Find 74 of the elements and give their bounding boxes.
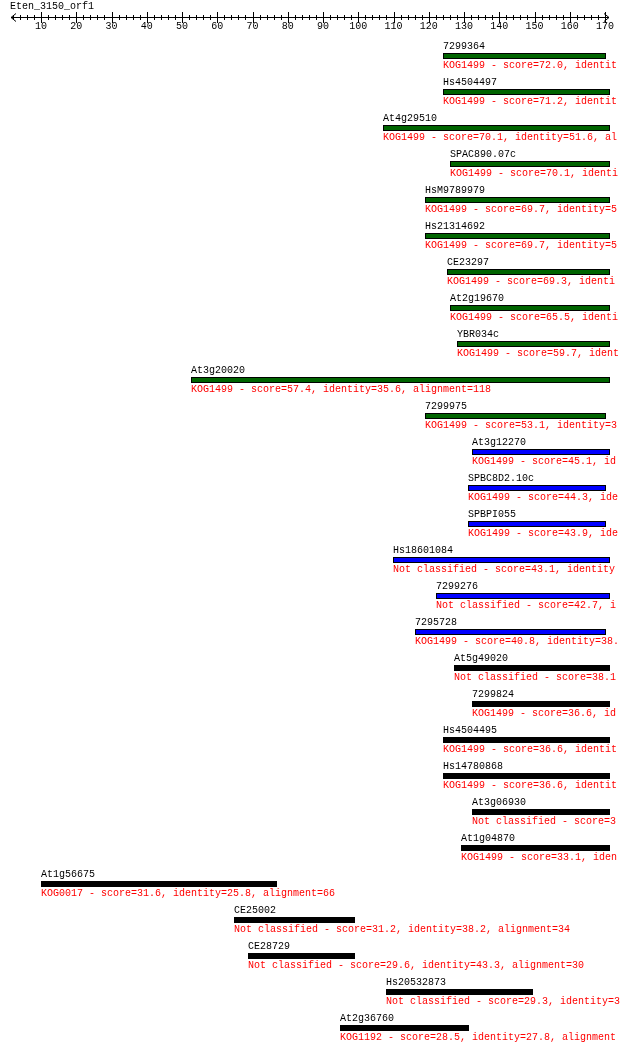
hit-name: SPAC890.07c — [450, 149, 516, 161]
tick-label: 100 — [349, 21, 368, 33]
tick-label: 40 — [140, 21, 153, 33]
tick-label: 10 — [35, 21, 47, 33]
hit-description: KOG1499 - score=45.1, id — [472, 456, 617, 468]
hit-description: Not classified - score=42.7, i — [436, 600, 617, 612]
hit-description: KOG1499 - score=71.2, identit — [443, 96, 618, 108]
hit-name: 7299364 — [443, 41, 485, 53]
hit-description: KOG1499 - score=59.7, ident — [457, 348, 620, 360]
tick-label: 140 — [490, 21, 509, 33]
hit-name: 7299824 — [472, 689, 514, 701]
hit-name: At1g56675 — [41, 869, 95, 881]
tick-label: 50 — [176, 21, 188, 33]
hit-description: KOG1499 - score=36.6, id — [472, 708, 617, 720]
hit-name: At5g49020 — [454, 653, 508, 665]
hit-name: YBR034c — [457, 329, 499, 341]
tick-label: 130 — [455, 21, 473, 33]
hit-description: KOG1499 - score=70.1, identity=51.6, al — [383, 132, 618, 144]
hit-description: KOG1499 - score=72.0, identit — [443, 60, 618, 72]
hit-name: HsM9789979 — [425, 185, 485, 197]
tick-label: 90 — [317, 21, 329, 33]
hit-description: Not classified - score=29.3, identity=3 — [386, 996, 620, 1008]
tick-label: 60 — [211, 21, 224, 33]
hit-description: KOG1192 - score=28.5, identity=27.8, alignment — [340, 1032, 617, 1044]
hit-name: 7295728 — [415, 617, 457, 629]
hit-name: At2g19670 — [450, 293, 504, 305]
hit-name: Hs4504495 — [443, 725, 497, 737]
hit-description: KOG1499 - score=36.6, identit — [443, 780, 618, 792]
hit-name: CE23297 — [447, 257, 489, 269]
hit-description: KOG1499 - score=33.1, iden — [461, 852, 618, 864]
hit-description: KOG1499 - score=69.3, identi — [447, 276, 616, 288]
tick-label: 150 — [525, 21, 544, 33]
hit-name: At4g29510 — [383, 113, 437, 125]
hit-name: At3g12270 — [472, 437, 526, 449]
hit-description: KOG0017 - score=31.6, identity=25.8, alignment=66 — [41, 888, 336, 900]
tick-label: 110 — [384, 21, 403, 33]
tick-label: 30 — [105, 21, 118, 33]
hit-name: SPBPI055 — [468, 509, 516, 521]
hit-name: Hs14780868 — [443, 761, 503, 773]
hit-name: At1g04870 — [461, 833, 515, 845]
hit-description: Not classified - score=31.2, identity=38.2, alignment=34 — [234, 924, 571, 936]
hit-name: CE28729 — [248, 941, 290, 953]
hit-description: Not classified - score=43.1, identity — [393, 564, 616, 576]
hit-description: KOG1499 - score=69.7, identity=5 — [425, 240, 618, 252]
hit-name: Hs18601084 — [393, 545, 453, 557]
hit-name: Hs21314692 — [425, 221, 485, 233]
hit-description: KOG1499 - score=70.1, identi — [450, 168, 619, 180]
hit-description: KOG1499 - score=69.7, identity=5 — [425, 204, 618, 216]
hit-description: KOG1499 - score=43.9, ide — [468, 528, 619, 540]
hit-name: At3g06930 — [472, 797, 526, 809]
tick-label: 120 — [419, 21, 438, 33]
tick-label: 80 — [281, 21, 294, 33]
hit-name: At3g20020 — [191, 365, 245, 377]
hit-name: CE25002 — [234, 905, 276, 917]
hit-name: SPBC8D2.10c — [468, 473, 534, 485]
hit-description: KOG1499 - score=44.3, ide — [468, 492, 619, 504]
tick-label: 160 — [560, 21, 579, 33]
hit-name: Hs20532873 — [386, 977, 446, 989]
hit-description: KOG1499 - score=36.6, identit — [443, 744, 618, 756]
hit-name: Hs4504497 — [443, 77, 497, 89]
hit-description: KOG1499 - score=40.8, identity=38. — [415, 636, 620, 648]
hit-description: KOG1499 - score=53.1, identity=3 — [425, 420, 618, 432]
tick-label: 170 — [596, 21, 614, 33]
tick-label: 20 — [70, 21, 83, 33]
hit-name: At2g36760 — [340, 1013, 394, 1025]
hit-name: 7299276 — [436, 581, 478, 593]
tick-label: 70 — [246, 21, 259, 33]
hit-description: KOG1499 - score=65.5, identi — [450, 312, 619, 324]
hit-description: KOG1499 - score=57.4, identity=35.6, alignment=118 — [191, 384, 492, 396]
sequence-title: Eten_3150_orf1 — [10, 1, 94, 13]
hit-description: Not classified - score=3 — [472, 816, 617, 828]
hit-name: 7299975 — [425, 401, 467, 413]
hit-description: Not classified - score=29.6, identity=43.3, alignment=30 — [248, 960, 585, 972]
hit-description: Not classified - score=38.1 — [454, 672, 617, 684]
